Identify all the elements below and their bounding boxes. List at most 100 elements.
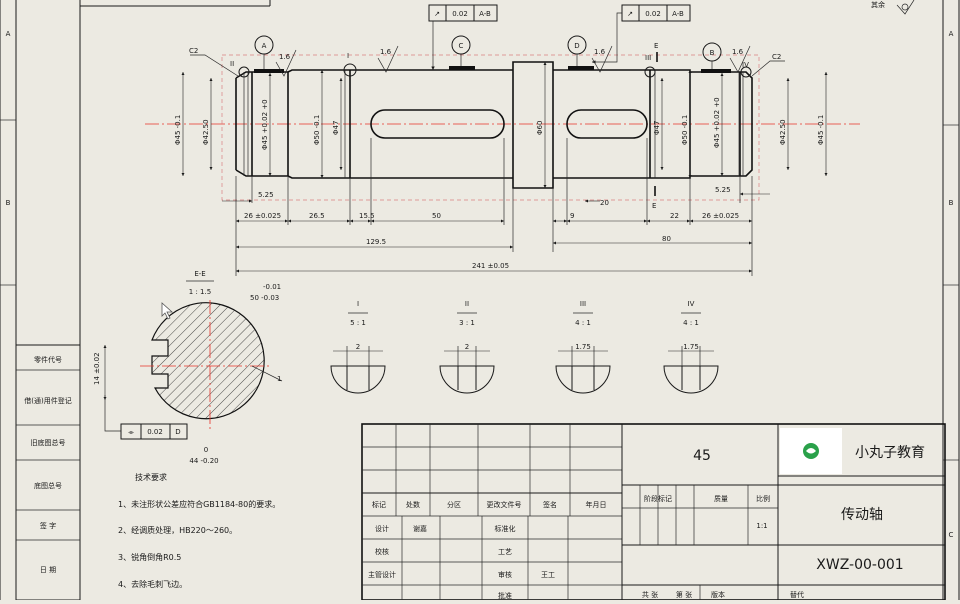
svg-text:校核: 校核 xyxy=(375,547,389,556)
svg-text:Φ45 -0.1: Φ45 -0.1 xyxy=(817,115,825,145)
keyway-right xyxy=(566,109,648,139)
svg-text:签 字: 签 字 xyxy=(40,521,56,530)
svg-text:签名: 签名 xyxy=(543,500,557,509)
svg-text:工艺: 工艺 xyxy=(498,548,512,556)
svg-text:III: III xyxy=(645,54,651,62)
svg-text:I: I xyxy=(347,52,349,60)
part-name: 传动轴 xyxy=(841,507,883,523)
detail-scale: 4 : 1 xyxy=(575,319,591,327)
chamfer-labels: C2 C2 xyxy=(189,47,785,77)
section-hatched-disk xyxy=(151,302,265,420)
roughness-marks: 1.6 1.6 1.6 1.6 xyxy=(275,45,751,77)
svg-text:44 -0.20: 44 -0.20 xyxy=(189,457,218,465)
detail-view-3: III 4 : 1 1.75 xyxy=(555,300,611,394)
svg-text:Φ42.50: Φ42.50 xyxy=(202,119,210,145)
svg-text:↗: ↗ xyxy=(627,10,633,18)
svg-text:Φ50 -0.1: Φ50 -0.1 xyxy=(681,115,689,145)
svg-text:II: II xyxy=(230,60,234,68)
runout-tolerance-1: ↗ 0.02 A-B xyxy=(428,4,498,70)
keyway-left xyxy=(370,109,505,139)
svg-text:15.5: 15.5 xyxy=(359,212,375,220)
section-view-e-e: E-E 1 : 1.5 -0.01 50 -0.03 1 14 ±0.02 ⌯ … xyxy=(93,270,283,465)
scale-value: 1:1 xyxy=(756,522,767,530)
detail-dim: 1.75 xyxy=(575,343,591,351)
svg-text:1: 1 xyxy=(277,375,281,383)
svg-text:设计: 设计 xyxy=(375,524,389,533)
note-2: 2、经调质处理，HB220～260。 xyxy=(118,525,237,535)
svg-text:底图总号: 底图总号 xyxy=(34,481,62,490)
svg-text:共 张: 共 张 xyxy=(642,590,658,599)
svg-text:版本: 版本 xyxy=(711,590,725,599)
svg-text:标准化: 标准化 xyxy=(495,524,516,533)
svg-text:0: 0 xyxy=(204,446,208,454)
svg-text:质量: 质量 xyxy=(714,494,728,503)
zone-label-right-b: B xyxy=(949,199,954,207)
detail-label: III xyxy=(580,300,586,308)
svg-text:5.25: 5.25 xyxy=(258,191,274,199)
company-name: 小丸子教育 xyxy=(855,445,925,461)
svg-text:26.5: 26.5 xyxy=(309,212,325,220)
detail-label: I xyxy=(357,300,359,308)
zone-labels: A B A B C xyxy=(6,30,954,539)
datum-b: B xyxy=(710,49,715,57)
datum-markers: A C D B xyxy=(254,35,722,69)
svg-text:Φ47: Φ47 xyxy=(653,121,661,135)
svg-text:↗: ↗ xyxy=(434,10,440,18)
svg-text:日 期: 日 期 xyxy=(40,566,56,574)
detail-view-4: IV 4 : 1 1.75 xyxy=(663,300,719,394)
detail-view-2: II 3 : 1 2 xyxy=(439,300,495,394)
svg-text:主管设计: 主管设计 xyxy=(368,570,396,579)
svg-text:0.02: 0.02 xyxy=(645,10,661,18)
note-1: 1、未注形状公差应符合GB1184-80的要求。 xyxy=(118,499,280,509)
svg-text:⌯: ⌯ xyxy=(128,428,134,436)
section-title: E-E xyxy=(194,270,205,278)
svg-text:Φ47: Φ47 xyxy=(332,121,340,135)
svg-text:E: E xyxy=(652,202,656,210)
mouse-cursor-icon xyxy=(161,302,174,320)
svg-text:比例: 比例 xyxy=(756,494,770,503)
company-logo xyxy=(803,443,819,459)
diameter-dims-left: Φ45 -0.1 Φ42.50 Φ45 +0.02 +0 Φ50 -0.1 Φ4… xyxy=(174,62,547,188)
svg-text:阶段标记: 阶段标记 xyxy=(644,494,672,503)
detail-scale: 4 : 1 xyxy=(683,319,699,327)
designer-name: 谢嘉 xyxy=(413,524,427,533)
svg-text:1.6: 1.6 xyxy=(380,48,392,56)
svg-text:14 ±0.02: 14 ±0.02 xyxy=(93,352,101,385)
detail-dim: 2 xyxy=(465,343,469,351)
flatness-tolerance-frame xyxy=(120,423,188,440)
drawing-number: XWZ-00-001 xyxy=(816,557,903,573)
detail-dim: 2 xyxy=(356,343,360,351)
detail-dim: 1.75 xyxy=(683,343,699,351)
svg-text:-0.01: -0.01 xyxy=(263,283,281,291)
datum-a: A xyxy=(262,42,267,50)
datum-c: C xyxy=(459,42,464,50)
detail-label: II xyxy=(465,300,469,308)
svg-text:1.6: 1.6 xyxy=(594,48,606,56)
zone-label-left-a: A xyxy=(6,30,11,38)
datum-d: D xyxy=(574,42,579,50)
detail-scale: 3 : 1 xyxy=(459,319,475,327)
svg-text:更改文件号: 更改文件号 xyxy=(487,500,522,509)
svg-text:20: 20 xyxy=(600,199,609,207)
svg-text:借(通)用件登记: 借(通)用件登记 xyxy=(24,396,71,405)
svg-text:Φ45 +0.02 +0: Φ45 +0.02 +0 xyxy=(713,97,721,148)
svg-text:50 -0.03: 50 -0.03 xyxy=(250,294,279,302)
side-registration-labels: 零件代号 借(通)用件登记 旧底图总号 底图总号 签 字 日 期 xyxy=(24,355,71,574)
svg-text:E: E xyxy=(654,42,658,50)
svg-text:129.5: 129.5 xyxy=(366,238,386,246)
material-value: 45 xyxy=(693,448,711,464)
svg-text:IV: IV xyxy=(742,61,749,69)
svg-text:Φ45 -0.1: Φ45 -0.1 xyxy=(174,115,182,145)
revision-grid xyxy=(362,424,623,600)
detail-label: IV xyxy=(688,300,695,308)
detail-callouts: II I III IV E E xyxy=(230,42,752,210)
hidden-envelope xyxy=(221,54,760,201)
section-scale: 1 : 1.5 xyxy=(189,288,211,296)
svg-text:26 ±0.025: 26 ±0.025 xyxy=(702,212,739,220)
svg-text:零件代号: 零件代号 xyxy=(34,355,62,364)
svg-text:D: D xyxy=(175,428,180,436)
